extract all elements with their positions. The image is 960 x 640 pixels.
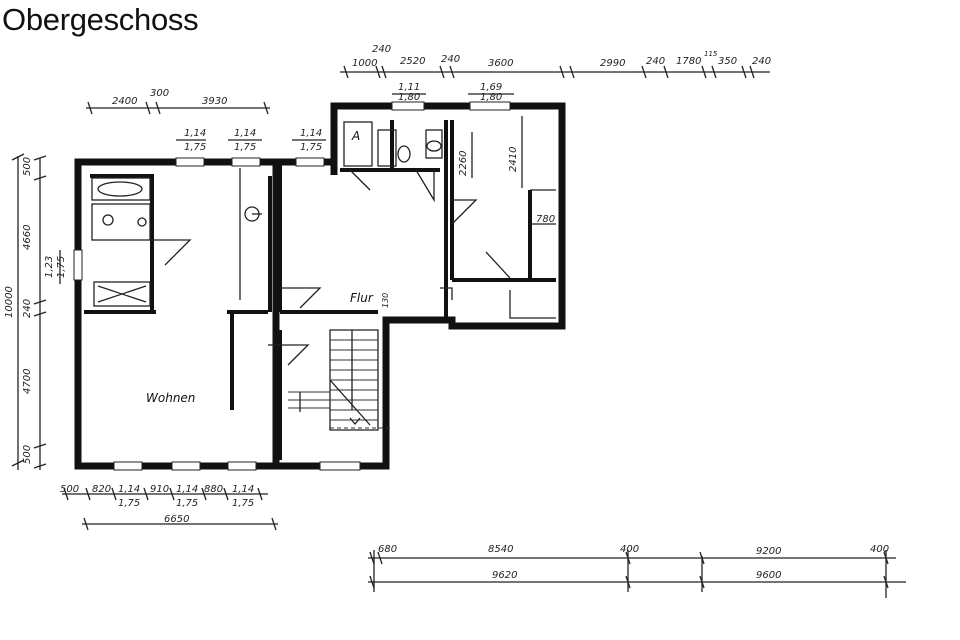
dimension-lines [11,65,906,598]
dim-2520: 2520 [400,56,425,67]
dim-win1-h: 1,75 [184,142,206,153]
page-title: Obergeschoss [2,2,199,37]
dim-1000: 1000 [352,58,377,69]
dim-1780: 1780 [676,56,701,67]
dim-win4-h: 1,80 [398,92,420,103]
dim-b114b: 1,14 [176,484,198,495]
dim-b175c: 1,75 [232,498,254,509]
interior-walls [84,120,556,460]
dim-123: 1,23 [44,256,55,278]
dim-2990: 2990 [600,58,625,69]
dim-8540: 8540 [488,544,513,555]
room-label-a: A [351,129,360,143]
dim-680: 680 [378,544,397,555]
dim-240c: 240 [646,56,665,67]
dim-b114a: 1,14 [118,484,140,495]
dim-b820: 820 [92,484,111,495]
dim-240b: 240 [441,54,460,65]
dim-9620: 9620 [492,570,517,581]
dim-b880: 880 [204,484,223,495]
dim-9600: 9600 [756,570,781,581]
dim-win4-w: 1,11 [398,82,420,93]
dim-10000: 10000 [4,286,15,318]
dim-win3-h: 1,75 [300,142,322,153]
dim-9200: 9200 [756,546,781,557]
windows [73,101,511,471]
dim-b910: 910 [150,484,169,495]
room-label-wohnen: Wohnen [146,391,195,405]
dim-win1-w: 1,14 [184,128,206,139]
dim-175-side: 1,75 [56,256,67,278]
dim-2260: 2260 [458,151,469,176]
dim-240d: 240 [752,56,771,67]
dim-115: 115 [704,50,718,58]
dim-b114c: 1,14 [232,484,254,495]
dim-win5-h: 1,80 [480,92,502,103]
dim-win2-w: 1,14 [234,128,256,139]
dim-6650: 6650 [164,514,189,525]
dim-2400: 2400 [112,96,137,107]
room-label-flur: Flur [350,291,374,305]
fixtures [91,121,556,319]
dim-b175a: 1,75 [118,498,140,509]
dim-400a: 400 [620,544,639,555]
dim-500-top: 500 [22,157,33,176]
dim-130: 130 [381,293,390,308]
dim-3600: 3600 [488,58,513,69]
dim-win3-w: 1,14 [300,128,322,139]
dim-b500: 500 [60,484,79,495]
dim-2410: 2410 [508,147,519,172]
dim-b175b: 1,75 [176,498,198,509]
dim-350: 350 [718,56,737,67]
door-swings [150,169,511,366]
dim-3930: 3930 [202,96,227,107]
dimension-labels: 1000 240 2520 240 3600 2990 240 1780 115… [4,44,889,581]
dim-240: 240 [372,44,391,55]
dim-win2-h: 1,75 [234,142,256,153]
dim-4660: 4660 [22,225,33,250]
dim-win5-w: 1,69 [480,82,502,93]
dim-780: 780 [536,214,555,225]
dim-4700: 4700 [22,369,33,394]
dim-240-left: 240 [22,299,33,318]
dim-300: 300 [150,88,169,99]
dim-500-bottom: 500 [22,445,33,464]
dim-400b: 400 [870,544,889,555]
exterior-walls [74,102,566,470]
